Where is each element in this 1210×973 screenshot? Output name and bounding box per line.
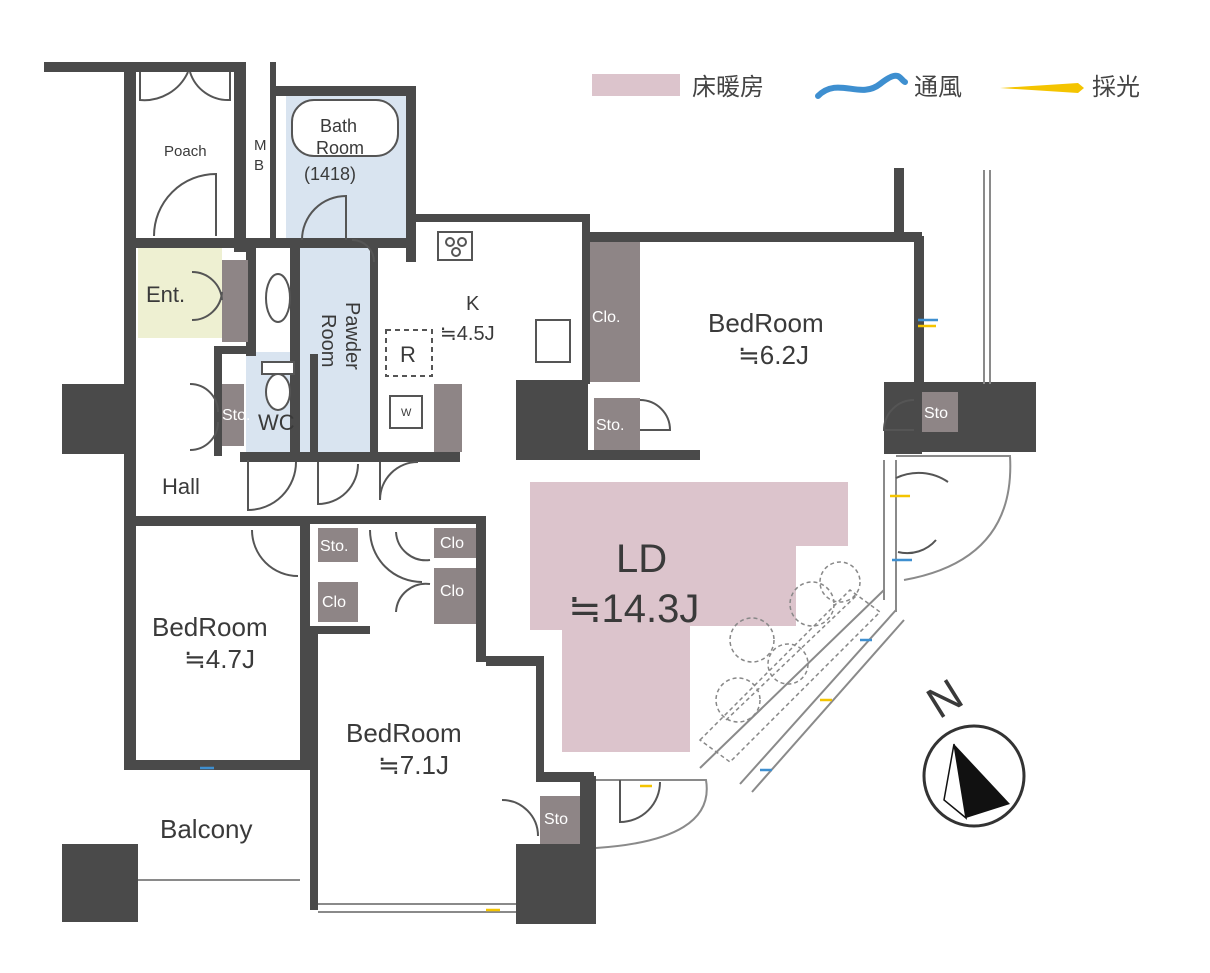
bath-size-label: (1418) bbox=[304, 164, 356, 184]
washbasin bbox=[265, 273, 291, 323]
kitchen-size-label: ≒4.5J bbox=[440, 323, 495, 345]
bedroom-2-label: BedRoom bbox=[152, 612, 268, 642]
bath-label-2: Room bbox=[316, 138, 364, 158]
bedroom-3-label: BedRoom bbox=[346, 718, 462, 748]
ld-floor-heating-area bbox=[530, 482, 848, 752]
dining-set bbox=[698, 561, 882, 763]
storage-labels: Clo. Sto. Sto Sto. Sto. Clo Clo Clo Sto bbox=[222, 309, 948, 828]
closet-bedroom-1-label: Clo. bbox=[592, 309, 620, 326]
mb-label-bottom: B bbox=[254, 157, 264, 174]
toilet bbox=[265, 373, 291, 411]
storage-blocks bbox=[222, 242, 958, 844]
wc-label: WC bbox=[258, 410, 295, 435]
storage-bedroom-1-right-label: Sto bbox=[924, 405, 948, 422]
airflow-markers bbox=[200, 318, 938, 912]
storage-bedroom-3-label: Sto bbox=[544, 811, 568, 828]
poach-label: Poach bbox=[164, 143, 207, 160]
washer-label: W bbox=[401, 407, 412, 419]
legend-ventilation-label: 通風 bbox=[914, 74, 962, 101]
legend-daylight-label: 採光 bbox=[1092, 74, 1140, 101]
bedroom-1-label: BedRoom bbox=[708, 308, 824, 338]
sink bbox=[535, 319, 571, 363]
bedroom-3-size: ≒7.1J bbox=[378, 750, 449, 780]
washer-space bbox=[389, 395, 423, 429]
storage-bedroom-1-label: Sto. bbox=[596, 417, 624, 434]
hall-label: Hall bbox=[162, 474, 200, 499]
legend-floor-heating-swatch bbox=[592, 74, 680, 96]
ld-label: LD bbox=[616, 537, 667, 581]
closet-bedroom-3-top-label: Clo bbox=[440, 535, 464, 552]
kitchen-label: K bbox=[466, 293, 480, 315]
storage-hall-label: Sto. bbox=[320, 538, 348, 555]
compass-north-label: N bbox=[918, 670, 971, 728]
compass: N bbox=[918, 670, 1026, 828]
closet-bedroom-2-label: Clo bbox=[322, 594, 346, 611]
refrigerator-space bbox=[385, 329, 433, 377]
bedroom-1-size: ≒6.2J bbox=[738, 340, 809, 370]
entrance-floor bbox=[138, 248, 222, 338]
storage-wc-label: Sto. bbox=[222, 407, 250, 424]
ld-size-label: ≒14.3J bbox=[568, 587, 699, 631]
compass-needle bbox=[954, 744, 1010, 818]
legend-floor-heating-label: 床暖房 bbox=[692, 74, 764, 101]
doors bbox=[139, 71, 949, 837]
bathtub bbox=[291, 99, 399, 157]
closet-bedroom-3-bottom-label: Clo bbox=[440, 583, 464, 600]
legend-ventilation-icon bbox=[815, 72, 908, 99]
bedroom-2-size: ≒4.7J bbox=[184, 644, 255, 674]
refrigerator-label: R bbox=[400, 342, 416, 367]
balcony-label: Balcony bbox=[160, 814, 253, 844]
bath-label-1: Bath bbox=[320, 116, 357, 136]
room-labels: Poach M B Bath Room (1418) Ent. Pawder R… bbox=[146, 116, 824, 844]
fixtures bbox=[261, 99, 571, 429]
legend-daylight-icon bbox=[1000, 83, 1084, 93]
mb-label-top: M bbox=[254, 137, 267, 154]
legend: 床暖房 通風 採光 bbox=[592, 72, 1140, 101]
entrance-label: Ent. bbox=[146, 282, 185, 307]
powder-room-label-1: Pawder bbox=[341, 302, 363, 370]
powder-room-label-2: Room bbox=[317, 314, 339, 367]
